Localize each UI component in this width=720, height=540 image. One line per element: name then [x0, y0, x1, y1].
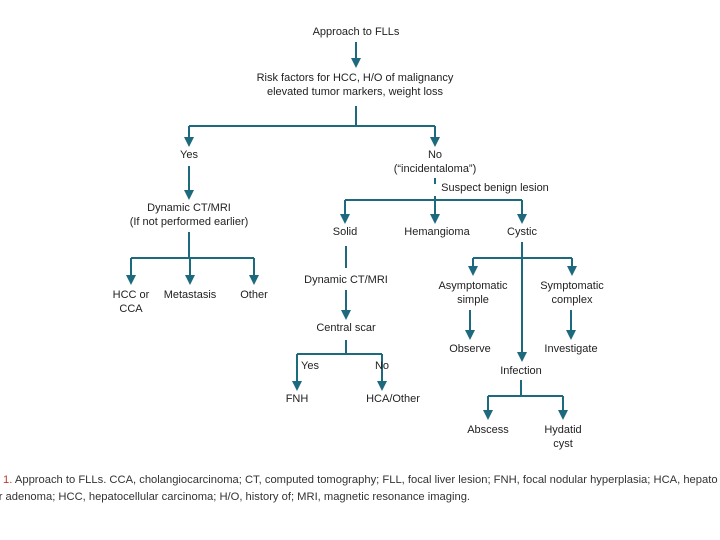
node-approach: Approach to FLLs — [313, 26, 400, 38]
node-hemangioma: Hemangioma — [404, 226, 470, 238]
node-scar-no: No — [375, 360, 389, 372]
node-yes-line: Yes — [180, 149, 198, 161]
node-cystic: Cystic — [507, 226, 537, 238]
node-hcc-line: HCC or — [113, 289, 150, 301]
node-scar-no-line: No — [375, 360, 389, 372]
node-symptomatic-line: Symptomatic — [540, 280, 604, 292]
node-cystic-line: Cystic — [507, 226, 537, 238]
node-infection: Infection — [500, 365, 542, 377]
node-dynamic1-line: Dynamic CT/MRI — [147, 202, 231, 214]
node-metastasis-line: Metastasis — [164, 289, 217, 301]
node-asymptomatic: Asymptomatic simple — [438, 280, 508, 306]
node-risk: Risk factors for HCC, H/O of malignancy e… — [257, 72, 454, 98]
node-suspect-line: Suspect benign lesion — [441, 182, 549, 194]
node-observe: Observe — [449, 343, 491, 355]
node-suspect: Suspect benign lesion — [441, 182, 549, 194]
node-fnh-line: FNH — [286, 393, 309, 405]
node-investigate-line: Investigate — [544, 343, 597, 355]
node-dynamic1-line: (If not performed earlier) — [130, 216, 249, 228]
node-asymptomatic-line: simple — [457, 294, 489, 306]
flowchart-edges — [126, 42, 577, 420]
node-hca-other-line: HCA/Other — [366, 393, 420, 405]
node-hca-other: HCA/Other — [366, 393, 420, 405]
node-dynamic1: Dynamic CT/MRI (If not performed earlier) — [130, 202, 249, 228]
node-symptomatic-line: complex — [552, 294, 593, 306]
node-dynamic2: Dynamic CT/MRI — [304, 274, 388, 286]
node-symptomatic: Symptomatic complex — [540, 280, 604, 306]
node-scar-yes: Yes — [301, 360, 319, 372]
node-approach-line: Approach to FLLs — [313, 26, 400, 38]
caption-line-1: re 1. Approach to FLLs. CCA, cholangioca… — [0, 472, 720, 489]
node-infection-line: Infection — [500, 365, 542, 377]
node-solid-line: Solid — [333, 226, 357, 238]
node-hydatid: Hydatid cyst — [544, 424, 581, 450]
node-no-line: No — [428, 149, 442, 161]
node-observe-line: Observe — [449, 343, 491, 355]
node-risk-line: Risk factors for HCC, H/O of malignancy — [257, 72, 454, 84]
node-asymptomatic-line: Asymptomatic — [438, 280, 508, 292]
caption-figure-label: re 1. — [0, 474, 13, 486]
node-hcc-line: CCA — [119, 303, 143, 315]
node-yes: Yes — [180, 149, 198, 161]
node-hcc: HCC or CCA — [113, 289, 150, 315]
node-scar-yes-line: Yes — [301, 360, 319, 372]
node-no: No (“incidentaloma”) — [394, 149, 477, 175]
node-dynamic2-line: Dynamic CT/MRI — [304, 274, 388, 286]
node-investigate: Investigate — [544, 343, 597, 355]
node-abscess: Abscess — [467, 424, 509, 436]
node-hemangioma-line: Hemangioma — [404, 226, 470, 238]
node-other-line: Other — [240, 289, 268, 301]
node-risk-line: elevated tumor markers, weight loss — [267, 86, 444, 98]
figure-caption: re 1. Approach to FLLs. CCA, cholangioca… — [0, 472, 720, 516]
node-no-line: (“incidentaloma”) — [394, 163, 477, 175]
caption-line-2: lar adenoma; HCC, hepatocellular carcino… — [0, 491, 471, 503]
node-fnh: FNH — [286, 393, 309, 405]
node-other: Other — [240, 289, 268, 301]
node-central-scar: Central scar — [316, 322, 376, 334]
node-abscess-line: Abscess — [467, 424, 509, 436]
node-solid: Solid — [333, 226, 357, 238]
node-central-scar-line: Central scar — [316, 322, 376, 334]
node-metastasis: Metastasis — [164, 289, 217, 301]
node-hydatid-line: cyst — [553, 438, 573, 450]
node-hydatid-line: Hydatid — [544, 424, 581, 436]
caption-line-1-text: Approach to FLLs. CCA, cholangiocarcinom… — [12, 474, 718, 486]
